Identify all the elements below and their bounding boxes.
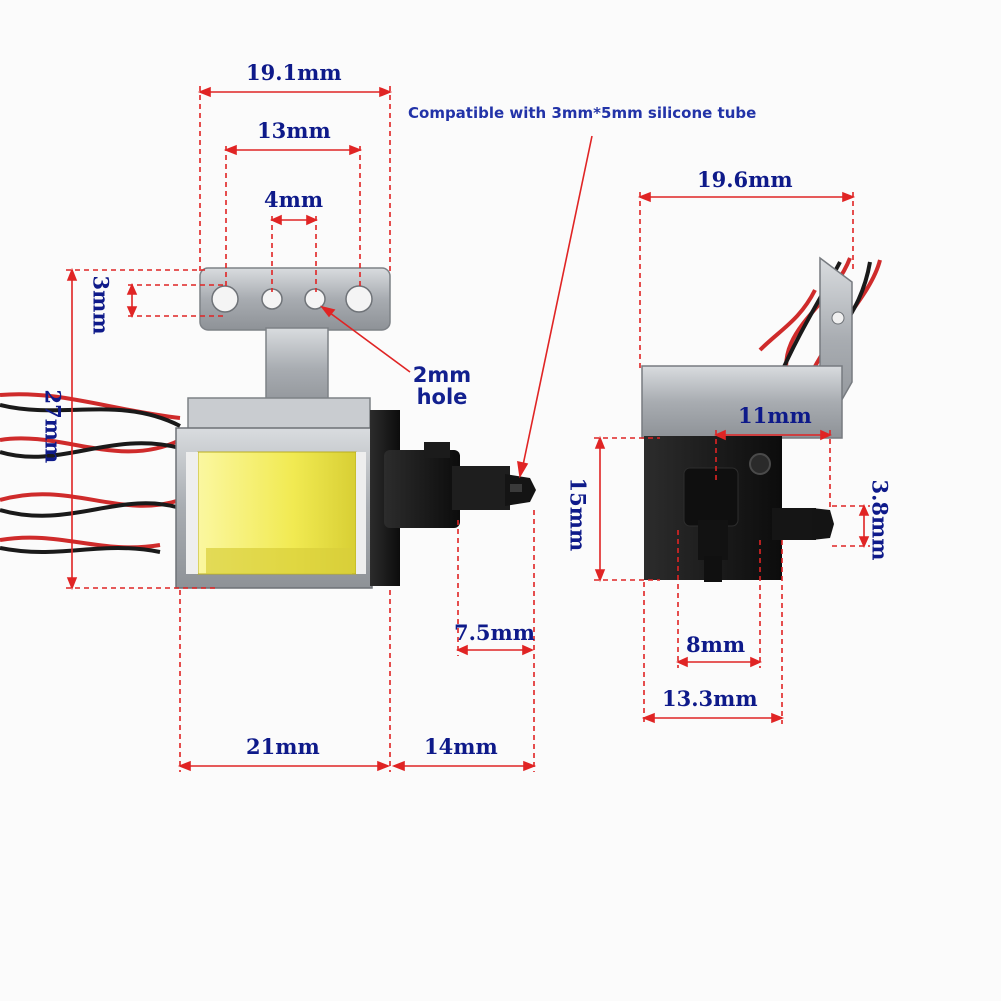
dim-outlet-offset: 11mm — [738, 403, 812, 428]
dim-side-width: 19.6mm — [697, 167, 793, 192]
dim-side-height: 15mm — [565, 477, 591, 552]
tube-compatibility-note: Compatible with 3mm*5mm silicone tube — [408, 104, 757, 122]
left-valve-bracket — [187, 267, 391, 433]
dim-port-spacing: 8mm — [686, 632, 746, 657]
bracket-hole-large-left — [211, 285, 239, 313]
left-valve-wires — [0, 392, 181, 554]
dim-total-height: 27mm — [40, 389, 66, 464]
left-valve-head — [370, 410, 536, 586]
dim-bracket-width: 19.1mm — [246, 60, 342, 85]
dim-nozzle-length: 7.5mm — [454, 620, 535, 645]
hole-note: 2mm hole — [410, 364, 474, 408]
dim-block-width: 13.3mm — [662, 686, 758, 711]
dim-hole-pitch: 4mm — [264, 187, 324, 212]
dim-body-length: 21mm — [246, 734, 320, 759]
left-valve-body — [175, 427, 373, 589]
hole-note-word: hole — [416, 385, 468, 409]
right-valve-bracket — [641, 256, 853, 439]
dim-hole-diameter: 3mm — [88, 275, 114, 335]
right-valve-block — [644, 436, 834, 582]
bracket-hole-large-right — [345, 285, 373, 313]
bracket-hole-small — [304, 288, 326, 310]
dim-side-nozzle-dia: 3.8mm — [867, 479, 893, 561]
hole-note-size: 2mm — [412, 363, 472, 387]
dim-outlet-length: 14mm — [424, 734, 498, 759]
dim-hole-span: 13mm — [257, 118, 331, 143]
dimension-lines — [66, 86, 870, 772]
